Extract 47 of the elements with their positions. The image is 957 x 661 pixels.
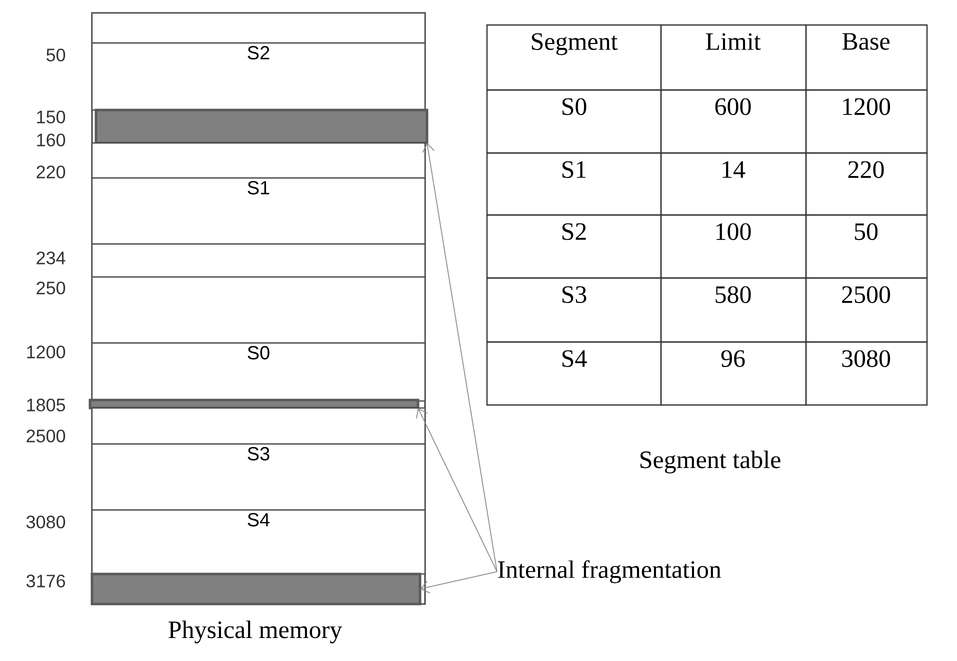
memory-block [91,276,426,344]
table-cell: 1200 [805,89,928,154]
address-label: 3176 [26,574,65,588]
address-label: 220 [36,166,66,178]
table-cell: 220 [805,152,928,216]
arrow [422,143,498,572]
memory-block [91,12,426,44]
fragment-bar [94,108,428,144]
segment-block: S0 [91,342,426,402]
address-label: 250 [36,282,66,294]
callout-text: Internal fragmentation [498,560,722,584]
table-cell: S4 [486,341,662,406]
address-label: 160 [37,134,66,146]
table-cell: 50 [805,214,928,279]
memory-block [91,407,426,445]
address-label: 234 [36,252,66,264]
table-cell: 600 [660,89,807,154]
segment-block: S3 [91,443,426,511]
memory-block [91,243,426,278]
table-cell: 14 [660,152,807,216]
segment-block: S1 [91,177,426,245]
table-cell: Segment [486,24,662,91]
table-cell: Limit [660,24,807,91]
memory-block [91,142,426,179]
table-cell: S0 [486,89,662,154]
arrow [420,571,498,594]
table-cell: S2 [486,214,662,279]
table-cell: 2500 [805,277,928,343]
address-label: 2500 [26,430,66,442]
fragment-bar [90,572,422,606]
address-label: 150 [37,110,66,124]
table-cell: Base [805,24,928,91]
table-cell: 100 [660,214,807,279]
fragment-bar [88,398,420,410]
caption: Physical memory [168,620,342,644]
table-cell: S1 [486,152,662,216]
caption: Segment table [640,450,780,474]
address-label: 3080 [26,516,66,528]
segment-block: S4 [91,509,426,575]
address-label: 50 [46,48,66,62]
address-label: 1805 [27,398,66,412]
address-label: 1200 [27,346,66,358]
table-cell: S3 [486,277,662,343]
table-cell: 96 [660,341,807,406]
table-cell: 3080 [805,341,928,406]
table-cell: 580 [660,277,807,343]
arrow [416,408,498,572]
